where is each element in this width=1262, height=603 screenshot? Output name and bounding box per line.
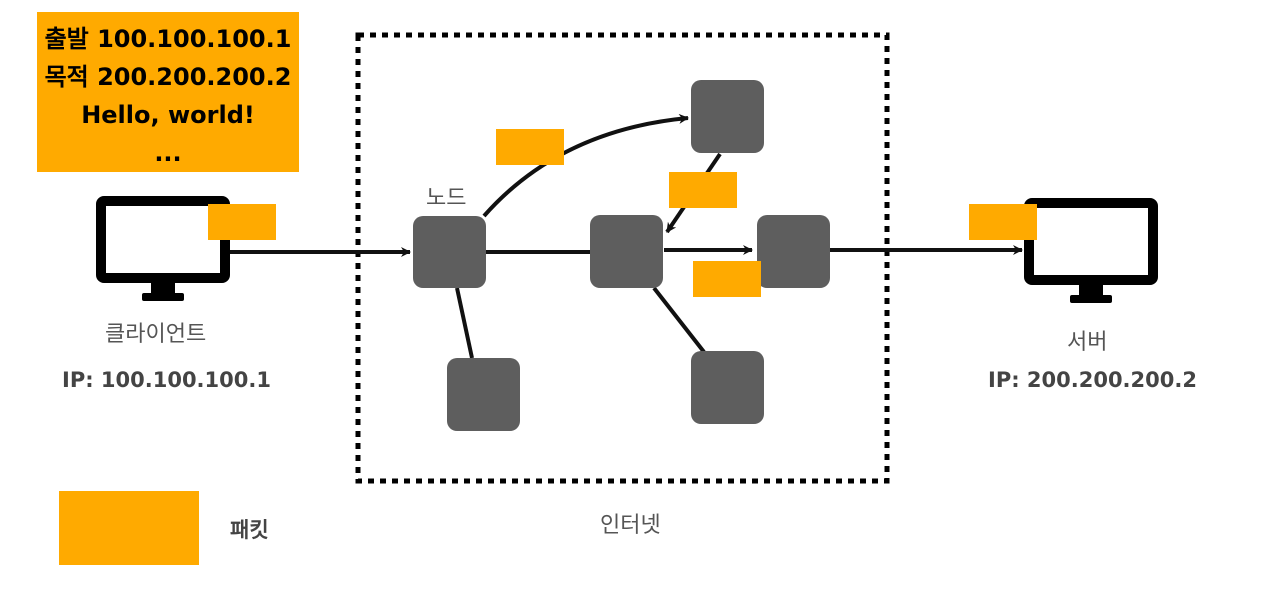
packet-destination-line: 목적 200.200.200.2	[44, 63, 292, 91]
packet	[496, 129, 564, 165]
server-ip-label: IP: 200.200.200.2	[988, 368, 1197, 392]
packet	[693, 261, 761, 297]
internet-boundary	[355, 32, 890, 484]
client-monitor-icon	[96, 196, 230, 301]
node-bottom-left	[447, 358, 520, 431]
internet-label: 인터넷	[600, 513, 661, 538]
packet	[669, 172, 737, 208]
node-to-bottom-link	[455, 287, 474, 359]
legend-packet-swatch	[59, 491, 199, 565]
packet-payload-line: Hello, world!	[81, 101, 255, 129]
node-to-top-curve-arrow	[482, 113, 689, 218]
node-center	[590, 215, 663, 288]
packet-contents-box: 출발 100.100.100.1 목적 200.200.200.2 Hello,…	[37, 12, 299, 172]
server-monitor-icon	[1024, 198, 1158, 303]
packet	[969, 204, 1037, 240]
center-to-bottom-right-link	[652, 286, 706, 354]
packet-source-line: 출발 100.100.100.1	[44, 25, 292, 53]
node-right	[757, 215, 830, 288]
client-ip-label: IP: 100.100.100.1	[62, 368, 271, 392]
node-bottom-right	[691, 351, 764, 424]
packet-ellipsis-line: ...	[154, 139, 182, 167]
packet	[208, 204, 276, 240]
node-label: 노드	[426, 186, 467, 211]
client-label: 클라이언트	[105, 322, 207, 347]
legend-label: 패킷	[230, 518, 269, 542]
node-entry	[413, 216, 486, 288]
server-label: 서버	[1067, 330, 1108, 355]
node-top	[691, 80, 764, 153]
